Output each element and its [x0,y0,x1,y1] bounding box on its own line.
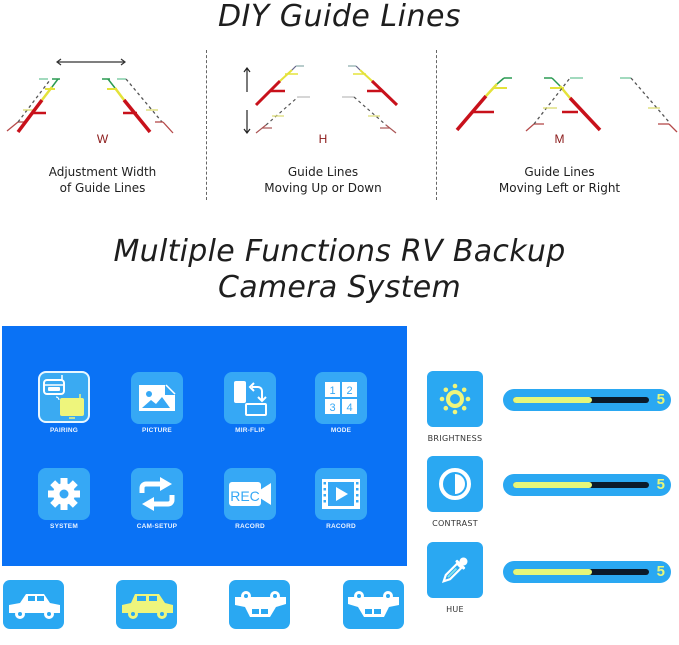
orientation-normal-button[interactable] [3,580,64,629]
car-flipped-mirrored-icon [347,590,399,617]
gear-icon [48,478,80,510]
menu-item-label: PICTURE [142,427,172,434]
height-letter: H [318,132,328,146]
menu-item-record[interactable]: REC [224,468,276,520]
guide-lines-height-diagram [243,65,399,134]
guide-lines-width-diagram [6,58,174,134]
menu-item-label: MODE [330,427,352,434]
guide-lines-move-diagram [455,77,678,133]
slider-track [513,569,649,575]
car-normal-selected-icon [121,593,173,619]
menu-item-label: RACORD [326,523,356,530]
slider-fill [513,569,592,575]
panel-divider [206,50,207,200]
menu-item-cam-setup[interactable] [131,468,183,520]
car-normal-icon [8,593,60,619]
svg-text:REC: REC [230,488,260,504]
guide-panel-move: M Guide Lines Moving Left or Right [440,50,679,200]
svg-text:3: 3 [329,402,335,414]
menu-item-pairing[interactable] [38,371,90,423]
brightness-slider[interactable]: 5 [503,389,671,411]
orientation-flipped-mirrored-button[interactable] [343,580,404,629]
menu-item-label: PAIRING [49,427,78,434]
width-letter: W [96,132,109,146]
menu-item-mir-flip[interactable] [224,372,276,424]
menu-item-label: RACORD [235,523,265,530]
slider-track [513,397,649,403]
slider-fill [513,397,592,403]
height-caption: Guide Lines Moving Up or Down [264,165,382,195]
car-flipped-icon [234,590,286,617]
brightness-button[interactable] [427,371,483,427]
contrast-icon [439,468,471,500]
menu-item-playback[interactable] [315,468,367,520]
guide-panel-height: H Guide Lines Moving Up or Down [210,50,436,200]
contrast-button[interactable] [427,456,483,512]
width-caption: Adjustment Width of Guide Lines [48,165,157,195]
sun-icon [439,383,471,415]
panel-divider [436,50,437,200]
orientation-normal-selected-button[interactable] [116,580,177,629]
move-caption: Guide Lines Moving Left or Right [498,165,621,195]
menu-item-label: SYSTEM [50,523,78,530]
pairing-icon [43,375,84,419]
contrast-value: 5 [656,476,665,493]
orientation-flipped-button[interactable] [229,580,290,629]
brightness-value: 5 [656,391,665,408]
double-arrow-vertical-icon [243,67,251,134]
contrast-label: CONTRAST [432,519,478,528]
menu-item-label: MIR-FLIP [235,427,265,434]
swap-arrows-icon [139,477,175,511]
svg-text:1: 1 [329,385,335,397]
mirror-flip-icon [234,381,267,416]
video-playback-icon [322,479,360,509]
system-title: Multiple Functions RV Backup Camera Syst… [113,234,566,305]
menu-item-label: CAM-SETUP [136,523,178,530]
hue-label: HUE [446,605,464,614]
brightness-label: BRIGHTNESS [427,434,483,443]
svg-text:2: 2 [346,385,352,397]
menu-item-system[interactable] [38,468,90,520]
picture-icon [139,384,176,411]
hue-slider[interactable]: 5 [503,561,671,583]
contrast-slider[interactable]: 5 [503,474,671,496]
guide-panel-width: W Adjustment Width of Guide Lines [0,50,205,200]
double-arrow-horizontal-icon [56,58,126,66]
hue-value: 5 [656,563,665,580]
svg-text:4: 4 [346,402,352,414]
record-camera-icon: REC [229,482,271,506]
eyedropper-icon [441,557,468,584]
guide-lines-title: DIY Guide Lines [217,0,462,34]
slider-track [513,482,649,488]
hue-button[interactable] [427,542,483,598]
slider-fill [513,482,592,488]
menu-item-picture[interactable] [131,372,183,424]
move-letter: M [554,132,565,146]
